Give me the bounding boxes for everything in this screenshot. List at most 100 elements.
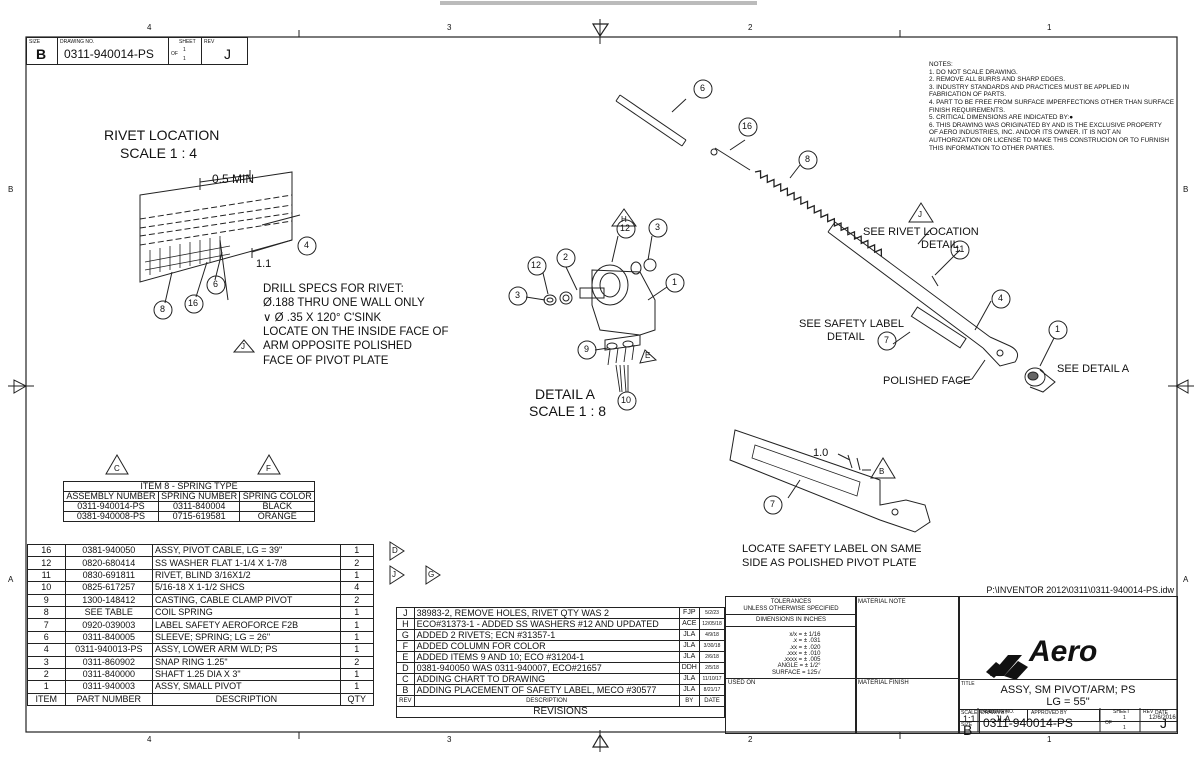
- zone-top-1: 1: [1047, 23, 1052, 32]
- balloon-label: 7: [884, 335, 890, 345]
- drill-spec-line: Ø.188 THRU ONE WALL ONLY: [263, 297, 425, 310]
- revision-cell: JLA: [678, 651, 701, 663]
- title-tab: SIZE B DRAWING NO. 0311-940014-PS SHEET …: [26, 37, 248, 65]
- rev-col-label: BY: [678, 695, 701, 707]
- bom-cell: 0381-940050: [64, 543, 154, 558]
- revision-cell: 4/9/18: [699, 629, 725, 641]
- see-safety-line: DETAIL: [827, 331, 865, 343]
- approved-by-label: APPROVED BY: [1031, 710, 1067, 716]
- revision-cell: 11/10/17: [699, 673, 725, 685]
- revision-cell: 2/6/18: [699, 651, 725, 663]
- revision-cell: 5/2/23: [699, 607, 725, 619]
- revision-cell: JLA: [678, 673, 701, 685]
- revision-cell: 8/21/17: [699, 684, 725, 696]
- scale-value: 1:1: [963, 714, 976, 724]
- bom-cell: 7: [27, 618, 66, 632]
- tolerance-line: .xxxx = ± .005: [783, 657, 821, 664]
- see-rivet-line: DETAIL: [921, 239, 959, 251]
- sheet-label: SHEET: [1113, 709, 1130, 715]
- note-line: 5. CRITICAL DIMENSIONS ARE INDICATED BY:…: [929, 114, 1074, 122]
- rev-flag-C: C: [114, 464, 120, 473]
- bom-cell: 0311-940003: [64, 680, 154, 694]
- bom-cell: SHAFT 1.25 DIA X 3": [152, 667, 341, 682]
- bom-cell: COIL SPRING: [152, 605, 341, 620]
- material-finish-label: MATERIAL FINISH: [858, 680, 909, 686]
- bom-cell: SEE TABLE: [64, 605, 154, 620]
- balloon-label: 16: [188, 298, 199, 308]
- drawing-title-length: LG = 55": [1046, 696, 1090, 708]
- bom-flag-D: D: [392, 546, 398, 555]
- drill-spec-line: FACE OF PIVOT PLATE: [263, 354, 389, 367]
- zone-top-2: 2: [748, 23, 753, 32]
- balloon-label: 12: [620, 223, 631, 233]
- note-line: 2. REMOVE ALL BURRS AND SHARP EDGES.: [929, 76, 1066, 84]
- revisions-title: REVISIONS: [396, 706, 725, 718]
- bom-cell: 4: [339, 581, 375, 595]
- bom-cell: 1: [339, 618, 375, 632]
- note-line: AUTHORIZATION OR LICENSE TO MAKE THIS CO…: [929, 136, 1170, 144]
- balloon-label: 6: [700, 83, 706, 93]
- sheet-num: 1: [1123, 715, 1126, 721]
- balloon-label: 4: [304, 240, 310, 250]
- rev-flag-J: J: [918, 210, 922, 219]
- tab-of-label: OF: [171, 51, 178, 57]
- drill-specs: DRILL SPECS FOR RIVET: Ø.188 THRU ONE WA…: [263, 282, 425, 325]
- tab-size: B: [36, 46, 47, 62]
- revision-cell: E: [396, 651, 415, 663]
- spring-header: SPRING COLOR: [239, 491, 315, 502]
- tolerance-lines: x/x = ± 1/16 .x = ± .031 .xx = ± .020 .x…: [772, 632, 820, 676]
- revision-cell: ADDED 2 RIVETS; ECN #31357-1: [413, 629, 680, 641]
- label-note-line: LOCATE SAFETY LABEL ON SAME: [742, 543, 922, 555]
- bom-cell: 6: [27, 630, 66, 645]
- drill-spec-line: ∨ Ø .35 X 120° C'SINK: [263, 311, 382, 324]
- company-logo: Aero: [1029, 635, 1098, 668]
- drill-spec-line: DRILL SPECS FOR RIVET:: [263, 283, 404, 295]
- bom-cell: 1: [339, 630, 375, 645]
- rivet-view-title: RIVET LOCATION: [104, 127, 220, 143]
- bom-cell: 2: [339, 593, 375, 607]
- revision-cell: ACE: [678, 618, 701, 630]
- bom-cell: ASSY, PIVOT CABLE, LG = 39": [152, 543, 341, 558]
- zone-right-B: B: [1183, 185, 1189, 194]
- revision-cell: 38983-2, REMOVE HOLES, RIVET QTY WAS 2: [413, 607, 680, 619]
- label-note-line: SIDE AS POLISHED PIVOT PLATE: [742, 557, 917, 569]
- drawing-title: ASSY, SM PIVOT/ARM; PS: [1000, 684, 1136, 696]
- rivet-rev-flag: J: [241, 342, 245, 351]
- bom-cell: SS WASHER FLAT 1-1/4 X 1-7/8: [152, 556, 341, 570]
- balloon-label: 7: [770, 499, 776, 509]
- rev-value: J: [1160, 715, 1167, 731]
- note-line: OF AERO INDUSTRIES, INC. AND/OR ITS OWNE…: [929, 129, 1121, 137]
- bom-cell: 12: [27, 556, 66, 570]
- balloon-label: 11: [955, 244, 965, 254]
- tolerance-line: .x = ± .031: [792, 638, 821, 645]
- balloon-label: 8: [805, 154, 811, 164]
- table-cell: ORANGE: [239, 511, 315, 522]
- bom-cell: SNAP RING 1.25": [152, 655, 341, 669]
- revision-cell: 12/05/18: [699, 618, 725, 630]
- balloon-label: 16: [742, 121, 753, 131]
- balloon-label: 3: [655, 222, 661, 232]
- zone-bottom-2: 2: [748, 735, 753, 744]
- date-label: DATE: [1155, 710, 1168, 716]
- bom-header: PART NUMBER: [64, 692, 154, 707]
- see-detail-a: SEE DETAIL A: [1057, 363, 1130, 375]
- revision-cell: J: [396, 607, 415, 619]
- tolerance-line: x/x = ± 1/16: [789, 632, 821, 638]
- tolerance-line: ANGLE = ± 1/2°: [777, 663, 821, 670]
- bom-cell: 0311-840005: [64, 630, 154, 645]
- revision-cell: FJP: [678, 607, 701, 619]
- used-on-label: USED ON: [728, 680, 756, 686]
- revision-cell: B: [396, 684, 415, 696]
- bom-cell: ASSY, SMALL PIVOT: [152, 680, 341, 694]
- tolerances-units: DIMENSIONS IN INCHES: [755, 617, 826, 623]
